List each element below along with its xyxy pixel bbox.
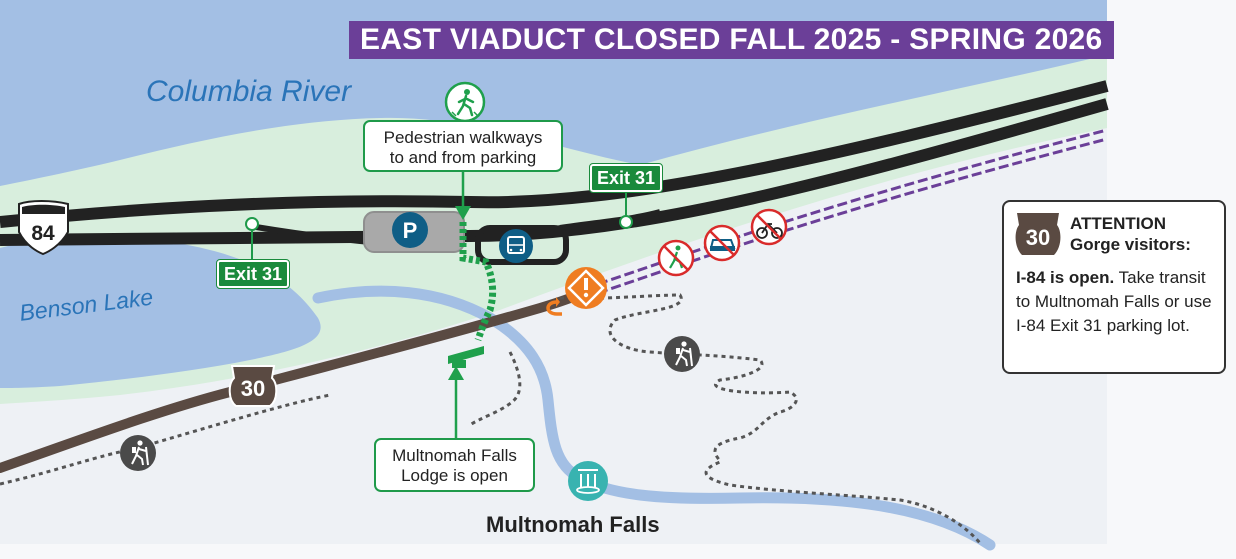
attention-title-line1: ATTENTION	[1070, 214, 1167, 233]
attention-notice: 30 ATTENTION Gorge visitors: I-84 is ope…	[1002, 200, 1226, 374]
attention-title-line2: Gorge visitors:	[1070, 235, 1191, 254]
bus-icon	[499, 229, 533, 263]
walkway-leader-arrow	[455, 206, 471, 220]
parking-lot-east	[475, 225, 569, 265]
parking-symbol: P	[403, 218, 418, 243]
i84-ramp-east	[559, 209, 661, 231]
walkways-callout-line2: to and from parking	[389, 148, 537, 167]
no-car-icon	[703, 224, 741, 262]
us-30-notice-shield: 30	[1015, 213, 1061, 255]
us-30-shield: 30	[228, 365, 278, 407]
parking-icon: P	[392, 212, 428, 248]
pedestrian-walkway	[459, 222, 497, 342]
us-30-number: 30	[241, 376, 265, 401]
walkways-callout: Pedestrian walkways to and from parking	[363, 120, 563, 172]
walkways-callout-line1: Pedestrian walkways	[383, 128, 543, 147]
exit-west-marker	[245, 217, 259, 231]
pedestrian-icon	[444, 81, 486, 123]
attention-body-text: Take transit to Multnomah Falls or use I…	[1016, 268, 1212, 335]
columbia-river-label: Columbia River	[146, 75, 352, 108]
multnomah-creek	[312, 285, 996, 551]
hiking-trail-east	[559, 293, 982, 544]
railroad-line-b	[597, 137, 1108, 295]
lodge-callout: Multnomah Falls Lodge is open	[374, 438, 535, 492]
waterfall-icon	[568, 461, 608, 501]
hiking-trail-west	[0, 393, 331, 486]
interstate-84-shield: 84	[18, 200, 69, 256]
no-pedestrian-icon	[657, 239, 695, 277]
lodge-callout-line1: Multnomah Falls	[392, 446, 517, 465]
hiker-icon	[664, 336, 700, 372]
hiker-icon-west	[120, 435, 156, 471]
i84-westbound	[0, 98, 1109, 246]
hiking-trail-lower	[469, 351, 522, 427]
railroad-line-a	[597, 128, 1108, 286]
no-bicycle-icon	[750, 208, 788, 246]
attention-body: I-84 is open. Take transit to Multnomah …	[1016, 266, 1221, 338]
attention-title: ATTENTION Gorge visitors:	[1070, 213, 1191, 255]
lodge-callout-line2: Lodge is open	[401, 466, 508, 485]
lodge-icon	[448, 346, 484, 368]
us-30-notice-number: 30	[1026, 225, 1050, 250]
multnomah-falls-label: Multnomah Falls	[486, 512, 660, 537]
exit-east-marker	[619, 215, 633, 229]
exit-31-sign-west: Exit 31	[216, 259, 290, 289]
u-turn-icon	[546, 297, 562, 316]
closure-banner: EAST VIADUCT CLOSED FALL 2025 - SPRING 2…	[349, 21, 1114, 59]
exit-31-sign-east: Exit 31	[589, 163, 663, 193]
attention-body-bold: I-84 is open.	[1016, 268, 1115, 287]
lodge-leader-arrow	[448, 366, 464, 380]
interstate-84-number: 84	[31, 222, 55, 245]
i84-eastbound	[0, 80, 1109, 228]
warning-icon	[565, 267, 607, 309]
